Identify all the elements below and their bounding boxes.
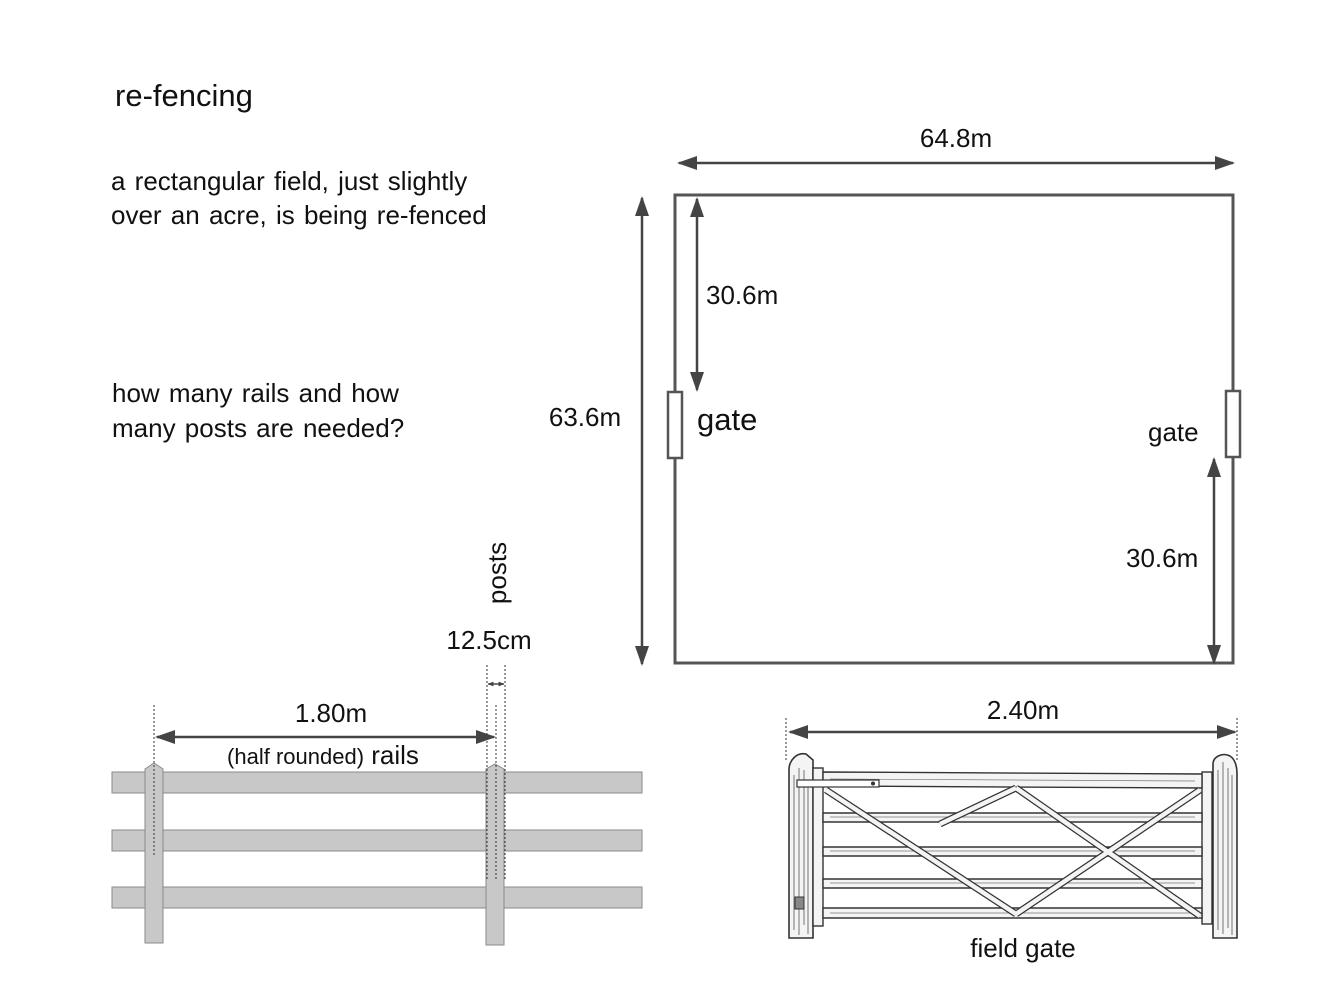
rails-label: rails: [371, 740, 419, 770]
right-gate-label: gate: [1148, 417, 1199, 447]
posts-label: posts: [482, 542, 512, 604]
field-height-label: 63.6m: [549, 402, 621, 432]
field-plan: 64.8m 63.6m 30.6m gate 30.6m gate: [549, 123, 1242, 666]
gate-width-label: 2.40m: [987, 695, 1059, 725]
fence-section: 12.5cm posts 1.80m (half rounded) rails: [111, 542, 643, 946]
rails-prefix: (half rounded): [227, 744, 364, 769]
rail-middle: [111, 829, 643, 852]
question-line-1: how many rails and how: [112, 378, 399, 408]
rail-top: [111, 771, 643, 794]
intro-line-1: a rectangular field, just slightly: [111, 166, 468, 196]
rail-bottom: [111, 886, 643, 909]
field-gate-caption: field gate: [970, 933, 1076, 963]
rails-caption: (half rounded) rails: [227, 740, 419, 770]
right-gate-marker: [1224, 389, 1242, 459]
gate-hanging-post: [788, 752, 814, 939]
page-title: re-fencing: [115, 78, 253, 113]
intro-line-2: over an acre, is being re-fenced: [111, 200, 487, 230]
field-width-label: 64.8m: [920, 123, 992, 153]
left-gate-marker: [666, 390, 684, 460]
left-gate-label: gate: [697, 402, 757, 437]
field-gate-illustration: 2.40m: [785, 695, 1238, 963]
post-span-label: 1.80m: [295, 698, 367, 728]
post-width-label: 12.5cm: [446, 625, 531, 655]
gate-latch-post: [1212, 753, 1238, 939]
left-gate-offset-label: 30.6m: [706, 280, 778, 310]
question-line-2: many posts are needed?: [112, 413, 405, 443]
right-gate-offset-label: 30.6m: [1126, 543, 1198, 573]
fence-post-right: [485, 763, 505, 946]
